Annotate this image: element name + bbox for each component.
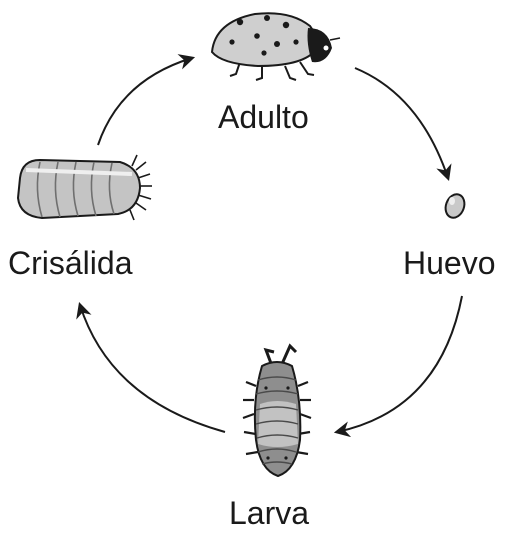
arrow-larva-to-pupa (80, 305, 225, 432)
pupa-label: Crisálida (8, 247, 132, 279)
ladybug-adult-icon (212, 13, 340, 80)
arrow-pupa-to-adult (98, 58, 192, 145)
arrow-adult-to-egg (355, 68, 448, 178)
larva-icon (243, 346, 311, 476)
egg-label: Huevo (403, 247, 496, 279)
egg-icon (442, 192, 467, 221)
adult-label: Adulto (218, 101, 309, 133)
pupa-icon (18, 155, 152, 220)
arrow-egg-to-larva (337, 296, 462, 432)
larva-label: Larva (229, 497, 309, 529)
